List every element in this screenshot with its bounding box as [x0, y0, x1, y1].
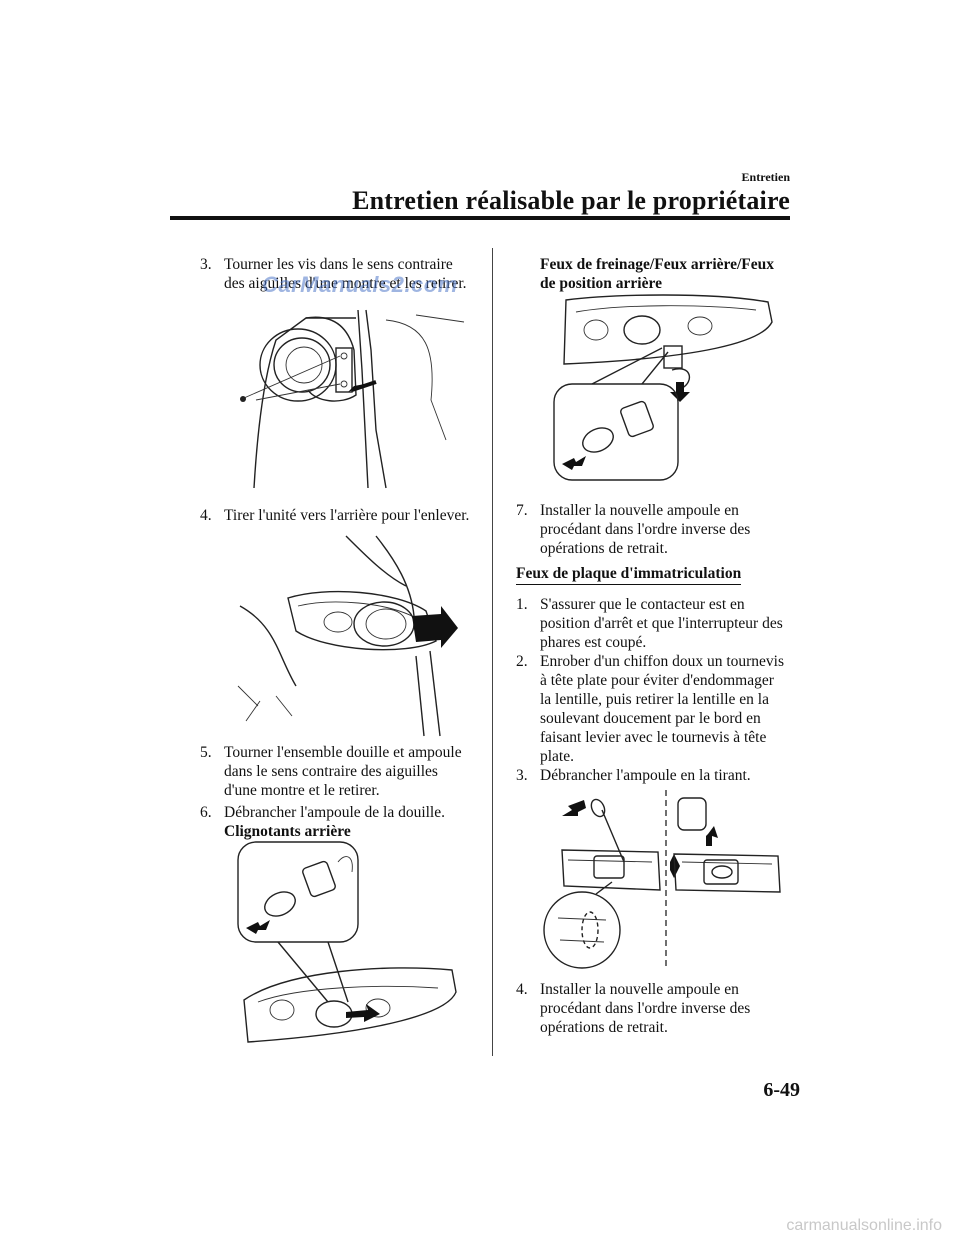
step-text: Tirer l'unité vers l'arrière pour l'enle… [224, 507, 470, 524]
plate-step-1: 1. S'assurer que le contacteur est en po… [516, 595, 788, 652]
step-4: 4. Tirer l'unité vers l'arrière pour l'e… [200, 506, 472, 525]
step-number: 2. [516, 653, 528, 670]
step-number: 4. [516, 981, 528, 998]
step-7: 7. Installer la nouvelle ampoule en proc… [516, 501, 788, 558]
illustration-brake-light-bulb [553, 294, 773, 481]
step-text: Installer la nouvelle ampoule en procéda… [540, 502, 751, 557]
section-label: Entretien [741, 170, 790, 184]
step-text: Débrancher l'ampoule de la douille. [224, 804, 445, 821]
plate-step-3: 3. Débrancher l'ampoule en la tirant. [516, 766, 788, 785]
illustration-remove-screws [240, 309, 465, 489]
step-text: Débrancher l'ampoule en la tirant. [540, 767, 751, 784]
step-5: 5. Tourner l'ensemble douille et ampoule… [200, 743, 472, 800]
step-text: Tourner les vis dans le sens contraire d… [224, 256, 467, 292]
plate-step-4: 4. Installer la nouvelle ampoule en proc… [516, 980, 788, 1037]
chapter-title: Entretien réalisable par le propriétaire [352, 186, 790, 215]
step-number: 3. [516, 767, 528, 784]
column-divider [492, 248, 493, 1056]
illustration-pull-unit [237, 535, 458, 737]
step-text: Installer la nouvelle ampoule en procéda… [540, 981, 751, 1036]
step-text: S'assurer que le contacteur est en posit… [540, 596, 783, 651]
step-number: 6. [200, 804, 212, 821]
heading-license-plate-lights: Feux de plaque d'immatriculation [516, 565, 742, 585]
step-number: 3. [200, 256, 212, 273]
step-number: 1. [516, 596, 528, 613]
illustration-license-plate-bulb [543, 790, 781, 970]
subheading-brake-lights: Feux de freinage/Feux arrière/Feux de po… [540, 256, 775, 292]
subheading-turn-signals: Clignotants arrière [224, 823, 351, 840]
step-text: Enrober d'un chiffon doux un tournevis à… [540, 653, 785, 765]
plate-step-2: 2. Enrober d'un chiffon doux un tournevi… [516, 652, 788, 766]
step-text: Tourner l'ensemble douille et ampoule da… [224, 744, 462, 799]
page-number: 6-49 [763, 1079, 800, 1101]
illustration-turn-signal-bulb [237, 841, 457, 1043]
watermark: CarManuals2.com [262, 272, 458, 297]
step-number: 7. [516, 502, 528, 519]
step-number: 4. [200, 507, 212, 524]
step-3: 3. Tourner les vis dans le sens contrair… [200, 255, 472, 293]
header-rule [170, 216, 790, 220]
footer-watermark: carmanualsonline.info [786, 1217, 942, 1234]
step-6: 6. Débrancher l'ampoule de la douille. [200, 803, 472, 822]
step-number: 5. [200, 744, 212, 761]
